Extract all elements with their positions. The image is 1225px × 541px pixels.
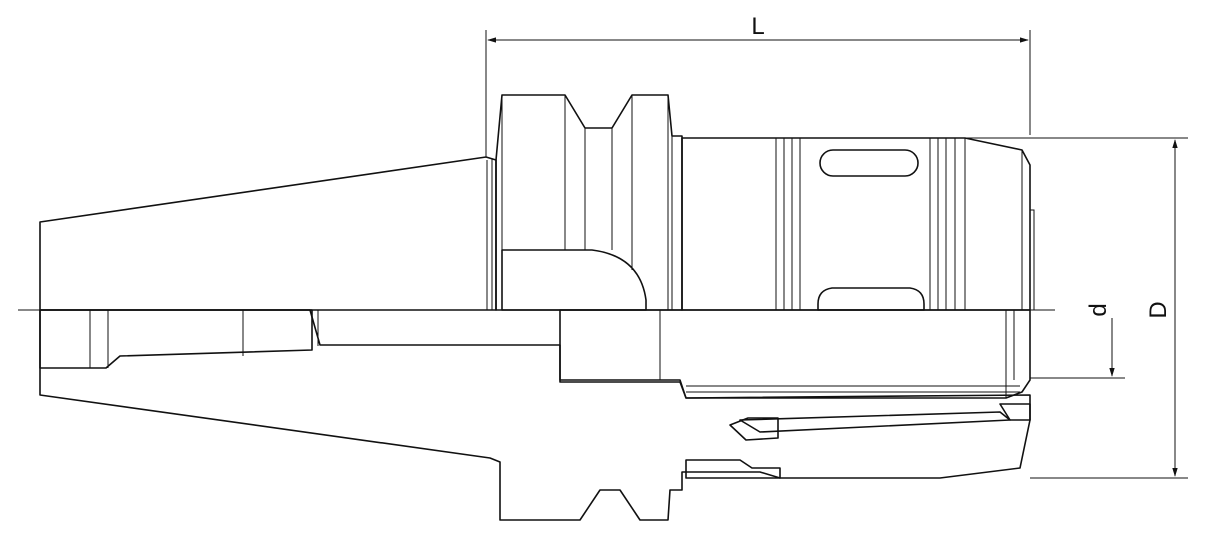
- bore-cavity: [39, 309, 313, 369]
- dimension-bore: d: [1030, 303, 1125, 379]
- dimension-length: L: [485, 13, 1031, 157]
- flange: [495, 94, 683, 311]
- lower-section-view: [39, 309, 1031, 521]
- dimension-label-D: D: [1145, 301, 1172, 318]
- chuck-body: [681, 137, 1031, 311]
- key-slot-bottom: [817, 287, 925, 311]
- section-body: [39, 309, 1031, 521]
- collet-region: [559, 309, 1031, 399]
- taper-shank: [39, 156, 497, 311]
- nut-grooves: [775, 138, 966, 310]
- dimension-label-d: d: [1085, 303, 1112, 316]
- dimension-label-L: L: [751, 13, 764, 40]
- key-slot-top: [819, 149, 919, 177]
- upper-external-view: [39, 94, 1035, 311]
- dimension-outer-diameter: D: [965, 137, 1188, 479]
